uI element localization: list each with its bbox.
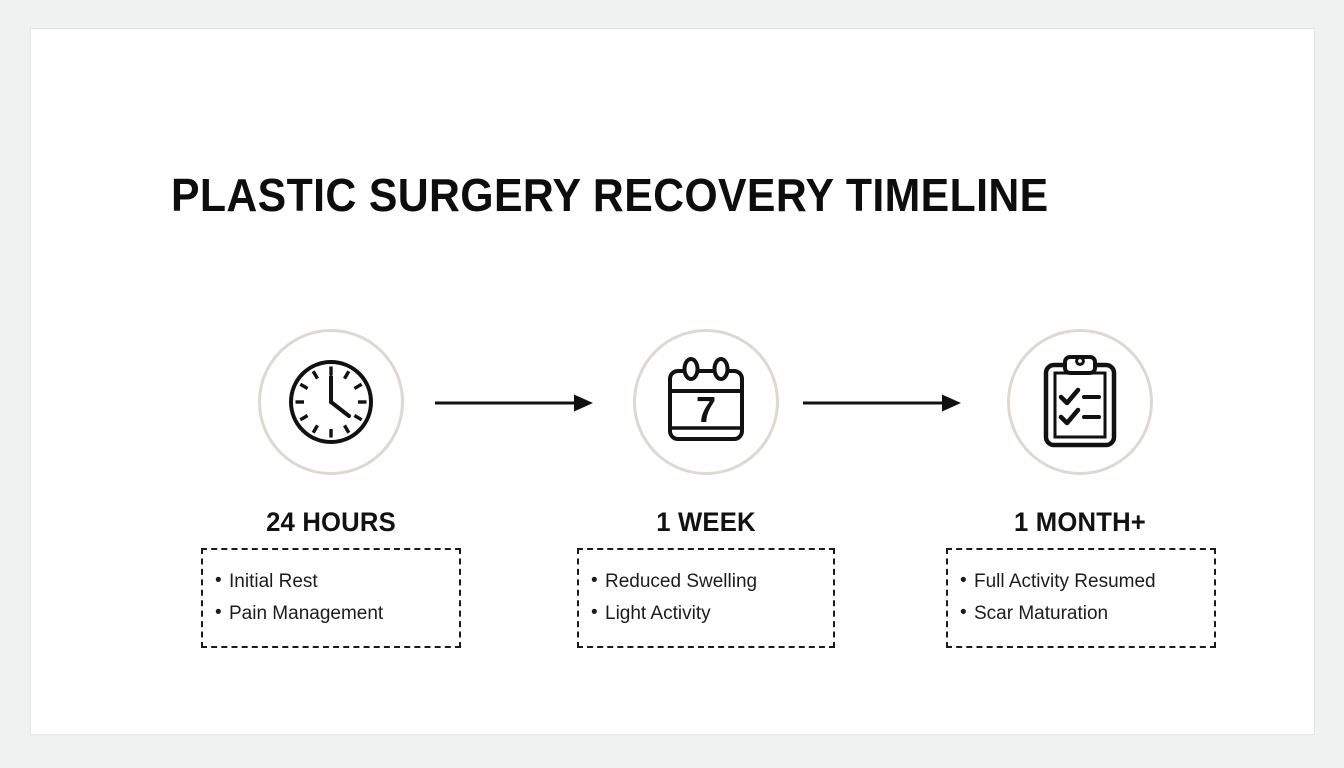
step-detail-box-24-hours: Initial Rest Pain Management — [201, 548, 461, 648]
step-detail-box-1-week: Reduced Swelling Light Activity — [577, 548, 835, 648]
clipboard-checklist-icon — [1037, 353, 1123, 451]
clock-icon — [283, 354, 379, 450]
arrow-right-icon — [435, 390, 593, 416]
step-label: 1 WEEK — [656, 507, 756, 537]
bullet-list: Initial Rest Pain Management — [203, 565, 459, 630]
timeline-step-24-hours: 24 HOURS — [166, 329, 496, 538]
arrow-right-icon — [803, 390, 961, 416]
page-title: PLASTIC SURGERY RECOVERY TIMELINE — [171, 169, 1049, 221]
list-item: Pain Management — [215, 597, 459, 630]
list-item: Scar Maturation — [960, 597, 1214, 630]
step-icon-ring: 7 — [633, 329, 779, 475]
slide-card: PLASTIC SURGERY RECOVERY TIMELINE — [30, 28, 1315, 735]
timeline-step-1-week: 7 1 WEEK — [541, 329, 871, 538]
step-detail-box-1-month-plus: Full Activity Resumed Scar Maturation — [946, 548, 1216, 648]
calendar-day-number: 7 — [696, 389, 716, 430]
list-item: Full Activity Resumed — [960, 565, 1214, 598]
calendar-icon: 7 — [660, 354, 752, 450]
list-item: Reduced Swelling — [591, 565, 833, 598]
step-label: 24 HOURS — [266, 507, 396, 537]
bullet-list: Reduced Swelling Light Activity — [579, 565, 833, 630]
bullet-list: Full Activity Resumed Scar Maturation — [948, 565, 1214, 630]
step-label: 1 MONTH+ — [1014, 507, 1146, 537]
step-icon-ring — [258, 329, 404, 475]
list-item: Initial Rest — [215, 565, 459, 598]
step-icon-ring — [1007, 329, 1153, 475]
list-item: Light Activity — [591, 597, 833, 630]
timeline-step-1-month-plus: 1 MONTH+ — [915, 329, 1245, 538]
